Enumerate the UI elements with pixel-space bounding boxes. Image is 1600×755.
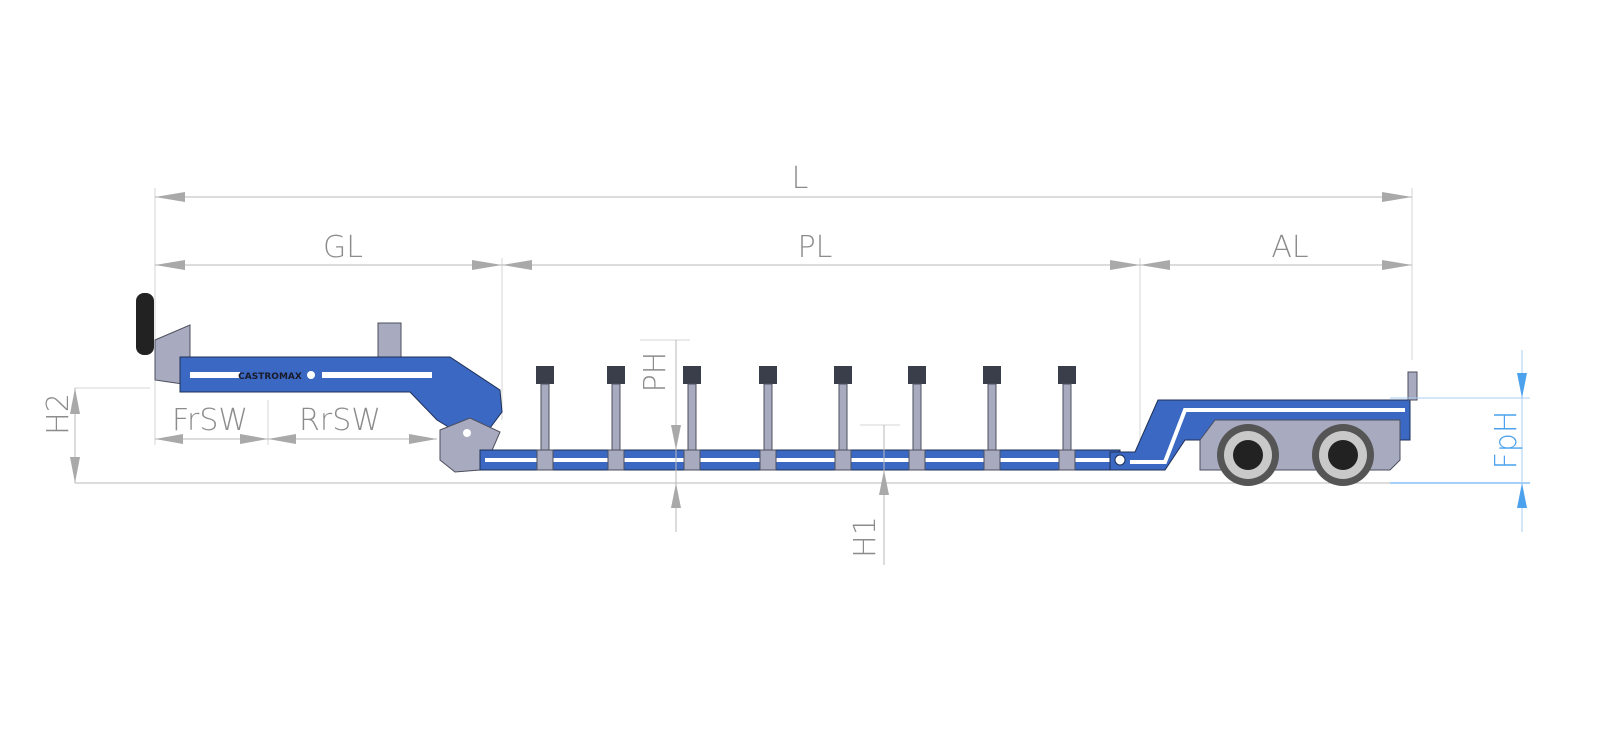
stanchion [607, 366, 625, 471]
label-FpH: FpH [1489, 411, 1524, 470]
rear-wheel-1 [1217, 424, 1279, 486]
logo: CASTROMAX [238, 372, 302, 382]
label-L: L [792, 161, 809, 196]
dimension-PL: PL [502, 230, 1140, 270]
label-RrSW: RrSW [299, 403, 381, 438]
dimension-FrSW: FrSW [155, 403, 268, 444]
dimension-GL: GL [155, 230, 502, 270]
label-AL: AL [1271, 230, 1308, 265]
label-GL: GL [323, 230, 363, 265]
label-FrSW: FrSW [172, 403, 248, 438]
stanchion [908, 366, 926, 471]
stanchion [1058, 366, 1076, 471]
label-PH: PH [638, 352, 673, 393]
dimension-AL: AL [1140, 230, 1412, 270]
dimension-L: L [155, 161, 1412, 202]
stanchion [983, 366, 1001, 471]
label-H2: H2 [41, 393, 76, 435]
dimension-H2: H2 [41, 388, 80, 483]
dimension-FpH: FpH [1390, 350, 1530, 532]
label-PL: PL [798, 230, 833, 265]
label-H1: H1 [848, 516, 883, 558]
dimension-H1: H1 [848, 425, 889, 565]
stanchion [759, 366, 777, 471]
stanchion [834, 366, 852, 471]
trailer-drawing: CASTROMAX [136, 293, 1418, 486]
stanchions [536, 366, 1076, 471]
dimension-RrSW: RrSW [268, 403, 437, 444]
stanchion [536, 366, 554, 471]
extension-lines [75, 188, 1413, 445]
spare-wheel [136, 293, 154, 355]
stanchion [683, 366, 701, 471]
dimension-PH: PH [638, 340, 681, 532]
rear-wheel-2 [1312, 424, 1374, 486]
